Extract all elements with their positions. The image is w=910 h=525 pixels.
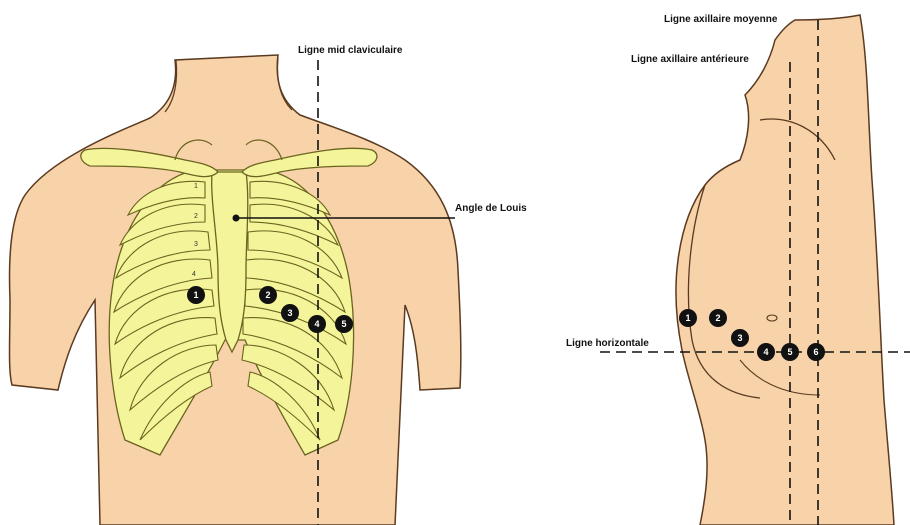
side-electrode-v1-label: 1 [685,313,690,323]
side-electrode-v5-label: 5 [787,347,792,357]
rib-number-4: 4 [192,271,196,278]
front-electrode-v4-label: 4 [314,319,319,329]
side-electrode-v2: 2 [709,309,727,327]
front-electrode-v3: 3 [281,304,299,322]
front-electrode-v2: 2 [259,286,277,304]
side-torso-body [676,15,894,525]
horizontal-label: Ligne horizontale [566,338,649,349]
side-electrode-v4: 4 [757,343,775,361]
side-electrode-v6: 6 [807,343,825,361]
side-electrode-v4-label: 4 [763,347,768,357]
angle-louis-dot [233,215,240,222]
front-electrode-v4: 4 [308,315,326,333]
side-electrode-v3: 3 [731,329,749,347]
side-electrode-v1: 1 [679,309,697,327]
angle-louis-label: Angle de Louis [455,203,527,214]
front-electrode-v5-label: 5 [341,319,346,329]
front-electrode-v2-label: 2 [265,290,270,300]
middle-axillary-label: Ligne axillaire moyenne [664,14,778,25]
front-electrode-v1: 1 [187,286,205,304]
front-electrode-v3-label: 3 [287,308,292,318]
front-electrode-v5: 5 [335,315,353,333]
side-torso-figure: Ligne axillaire moyenne Ligne axillaire … [566,14,910,525]
mid-clavicular-label: Ligne mid claviculaire [298,45,403,56]
anterior-axillary-label: Ligne axillaire antérieure [631,54,749,65]
side-electrode-v5: 5 [781,343,799,361]
front-electrode-v1-label: 1 [193,290,198,300]
rib-number-3: 3 [194,241,198,248]
side-electrode-v2-label: 2 [715,313,720,323]
rib-number-2: 2 [194,213,198,220]
side-electrode-v6-label: 6 [813,347,818,357]
rib-number-1: 1 [194,183,198,190]
front-torso-figure: 1 2 3 4 Ligne mid claviculaire Angle de … [10,45,528,525]
side-electrode-v3-label: 3 [737,333,742,343]
